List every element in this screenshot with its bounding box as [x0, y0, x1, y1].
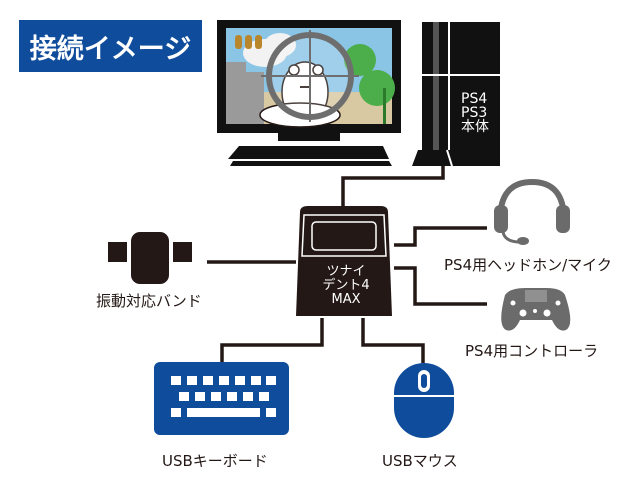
line-console-to-hub	[341, 165, 445, 208]
line-hub-to-controller	[394, 266, 487, 306]
hub-label-line: ツナイ	[326, 264, 366, 279]
keyboard-icon	[154, 362, 289, 435]
controller-icon	[501, 288, 571, 331]
hub-label: ツナイ デント4 MAX	[300, 265, 392, 307]
controller-label: PS4用コントローラ	[465, 342, 599, 360]
connection-lines	[207, 165, 487, 363]
hub-label-line: MAX	[331, 292, 361, 307]
keyboard-label: USBキーボード	[162, 452, 268, 470]
console-label-line: PS4	[461, 91, 488, 107]
title-text: 接続イメージ	[29, 33, 192, 65]
ps-console-icon	[412, 22, 500, 167]
console-label-line: 本体	[461, 119, 489, 135]
vibration-band-icon	[108, 232, 192, 284]
line-hub-to-headset	[394, 226, 487, 247]
vibration-band-label: 振動対応バンド	[96, 292, 202, 310]
headset-icon	[494, 178, 570, 245]
title-badge: 接続イメージ	[19, 20, 202, 72]
console-label: PS4 PS3 本体	[461, 92, 489, 134]
hub-label-line: デント4	[322, 278, 370, 293]
mouse-label: USBマウス	[382, 452, 458, 470]
line-hub-to-keyboard	[220, 318, 324, 363]
headset-label: PS4用ヘッドホン/マイク	[444, 256, 612, 274]
mouse-icon	[394, 363, 454, 438]
tv-monitor-icon	[217, 20, 401, 166]
line-hub-to-mouse	[361, 318, 425, 363]
console-label-line: PS3	[461, 105, 488, 121]
hub-device-icon	[296, 206, 392, 316]
